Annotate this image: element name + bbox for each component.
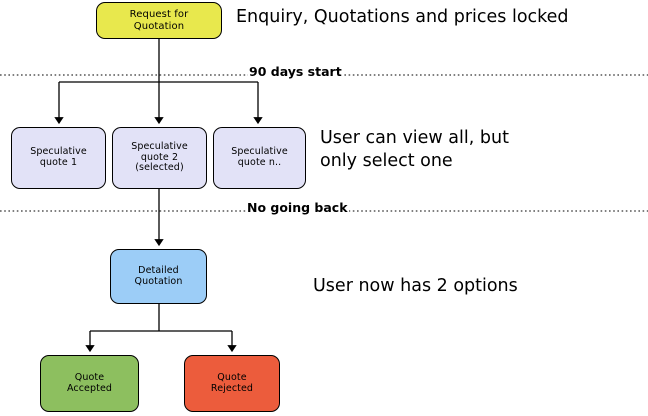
node-detailed-label: Detailed Quotation: [134, 264, 183, 287]
node-specn-label: Speculative quote n..: [231, 146, 288, 168]
node-rfq-label: Request for Quotation: [129, 9, 189, 32]
node-speculative-quote-1[interactable]: Speculative quote 1: [11, 127, 106, 189]
node-quote-accepted[interactable]: Quote Accepted: [40, 355, 139, 412]
annotation-user-now-has-2-options: User now has 2 options: [313, 276, 518, 296]
node-accepted-label: Quote Accepted: [66, 371, 113, 394]
node-rejected-label: Quote Rejected: [210, 371, 254, 394]
node-spec1-label: Speculative quote 1: [30, 146, 87, 168]
node-detailed-quotation[interactable]: Detailed Quotation: [110, 249, 207, 304]
node-request-for-quotation[interactable]: Request for Quotation: [96, 2, 222, 39]
phase-label-no-going-back: No going back: [246, 200, 349, 215]
annotation-view-all-line-2: only select one: [320, 150, 453, 171]
annotation-view-all-line-1: User can view all, but: [320, 128, 509, 148]
node-speculative-quote-2-selected[interactable]: Speculative quote 2 (selected): [112, 127, 207, 189]
node-speculative-quote-n[interactable]: Speculative quote n..: [213, 127, 306, 189]
node-quote-rejected[interactable]: Quote Rejected: [184, 355, 280, 412]
annotation-user-can-view-all: User can view all, but only select one: [320, 127, 509, 173]
annotation-enquiry-prices-locked: Enquiry, Quotations and prices locked: [236, 7, 569, 27]
node-spec2-label: Speculative quote 2 (selected): [131, 140, 188, 174]
phase-label-90-days-start: 90 days start: [248, 64, 343, 79]
connector-rfq-to-speculative: [54, 39, 263, 125]
connector-detailed-to-outcomes: [85, 304, 237, 353]
